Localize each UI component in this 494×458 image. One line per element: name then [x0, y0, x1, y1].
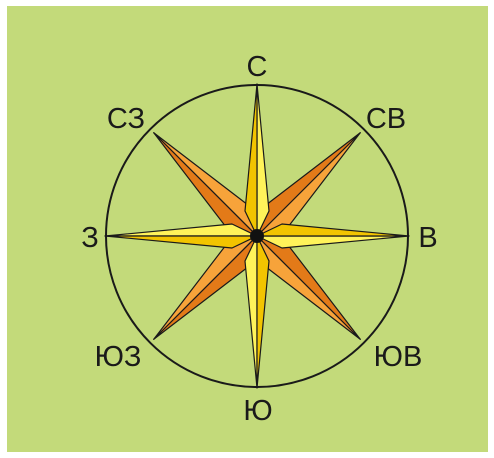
- ray-west: [105, 224, 257, 248]
- label-southwest: ЮЗ: [95, 341, 142, 373]
- label-east: В: [418, 222, 437, 254]
- ray-south: [245, 236, 269, 388]
- label-west: З: [81, 222, 99, 254]
- ray-northeast: [257, 133, 360, 236]
- label-southeast: ЮВ: [374, 341, 423, 373]
- ray-southwest: [154, 236, 257, 339]
- ray-east: [257, 224, 409, 248]
- ray-northwest: [154, 133, 257, 236]
- label-south: Ю: [243, 395, 272, 427]
- ray-southeast: [257, 236, 360, 339]
- label-northeast: СВ: [366, 103, 406, 135]
- label-north: С: [247, 51, 268, 83]
- compass-center: [250, 229, 264, 243]
- ray-north: [245, 84, 269, 236]
- label-northwest: СЗ: [107, 103, 145, 135]
